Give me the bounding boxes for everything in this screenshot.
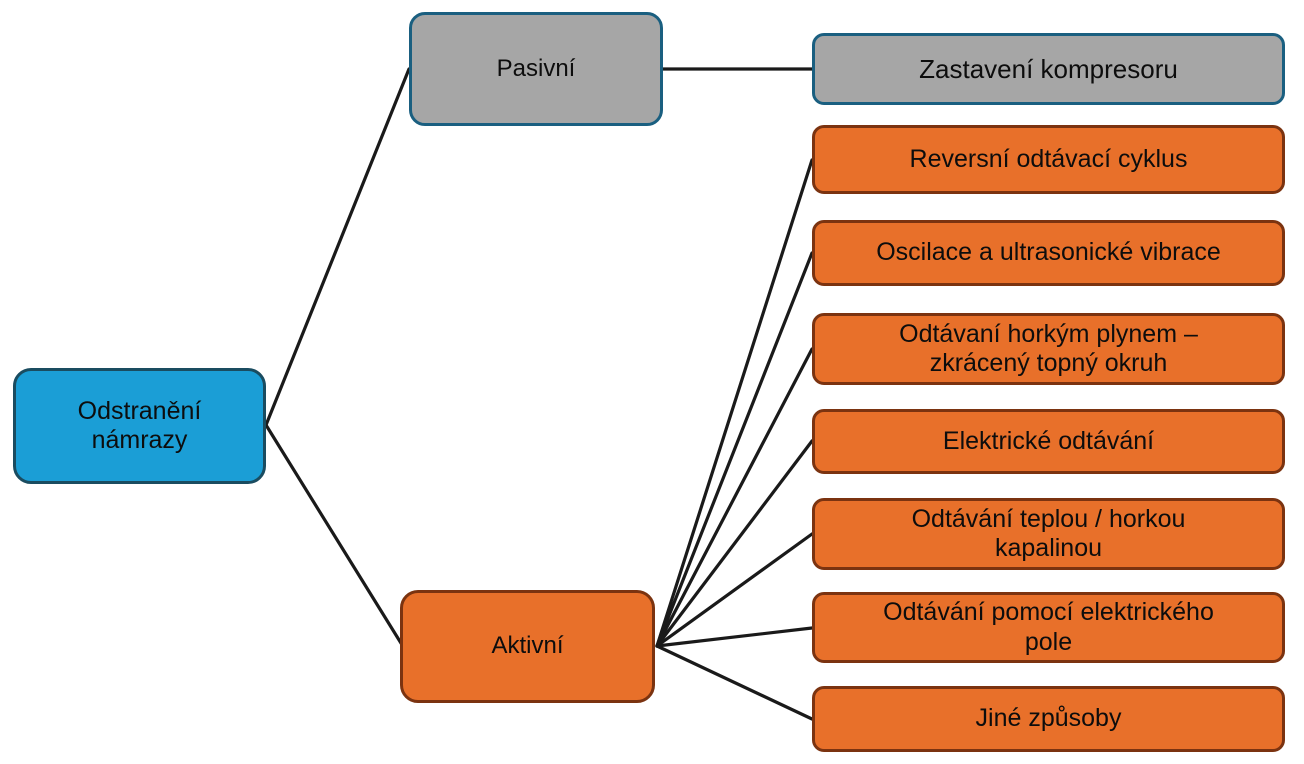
leaf-label: Zastavení kompresoru: [919, 53, 1178, 84]
leaf-label-line1: Elektrické odtávání: [942, 426, 1155, 455]
leaf-label-line2: zkrácený topný okruh: [929, 349, 1168, 377]
leaf-reversni-odtavaci-cyklus[interactable]: Reversní odtávací cyklus: [812, 125, 1285, 194]
leaf-label: Odtávaní horkým plynem –zkrácený topný o…: [827, 320, 1270, 379]
edge-root-to-aktivni: [264, 423, 406, 650]
leaf-label-line1: Odtávaní horkým plynem –: [899, 319, 1198, 348]
leaf-elektricke-odtavani[interactable]: Elektrické odtávání: [812, 409, 1285, 474]
leaf-oscilace-ultrasonicke-vibrace[interactable]: Oscilace a ultrasonické vibrace: [812, 220, 1285, 286]
leaf-label-line1: Oscilace a ultrasonické vibrace: [876, 238, 1221, 267]
edge-aktivni-to-leaf-4: [655, 439, 814, 648]
edge-aktivni-to-leaf-3: [655, 347, 814, 648]
edge-aktivni-to-leaf-2: [655, 251, 814, 648]
edge-aktivni-to-leaf-5: [655, 532, 814, 648]
node-root-label-line1: Odstranění: [77, 396, 202, 425]
leaf-label-line2: pole: [1024, 627, 1073, 656]
node-pasivni-label: Pasivní: [496, 54, 576, 82]
leaf-label-line2: kapalinou: [994, 534, 1103, 562]
leaf-zastaveni-kompresoru[interactable]: Zastavení kompresoru: [812, 33, 1285, 105]
leaf-label: Jiné způsoby: [827, 704, 1270, 734]
node-pasivni[interactable]: Pasivní: [409, 12, 663, 126]
edge-aktivni-to-leaf-7: [655, 644, 814, 721]
node-aktivni-label: Aktivní: [491, 632, 564, 660]
leaf-label-line1: Odtávání teplou / horkou: [911, 504, 1186, 533]
edge-aktivni-to-leaf-6: [655, 626, 814, 648]
edge-root-to-pasivni: [264, 67, 411, 427]
node-root-label-line2: námrazy: [91, 426, 188, 454]
leaf-label: Oscilace a ultrasonické vibrace: [827, 238, 1270, 268]
edge-aktivni-to-leaf-1: [655, 158, 814, 648]
leaf-label: Elektrické odtávání: [827, 427, 1270, 457]
leaf-label-line1: Odtávání pomocí elektrického: [883, 598, 1214, 626]
leaf-odtavani-horkym-plynem[interactable]: Odtávaní horkým plynem –zkrácený topný o…: [812, 313, 1285, 385]
leaf-label: Reversní odtávací cyklus: [827, 145, 1270, 175]
leaf-label-line1: Jiné způsoby: [975, 704, 1122, 733]
leaf-label-line1: Reversní odtávací cyklus: [909, 144, 1188, 173]
leaf-jine-zpusoby[interactable]: Jiné způsoby: [812, 686, 1285, 752]
node-aktivni[interactable]: Aktivní: [400, 590, 655, 703]
